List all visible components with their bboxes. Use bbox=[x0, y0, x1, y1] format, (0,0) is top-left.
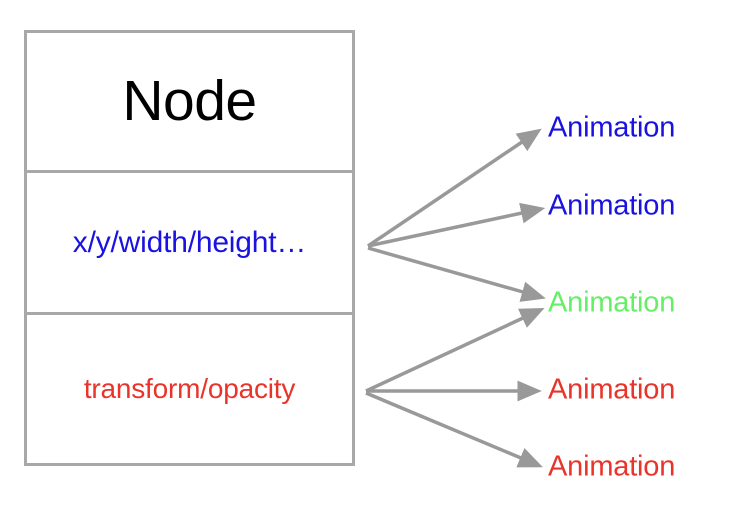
composited-properties-label: transform/opacity bbox=[83, 373, 296, 404]
arrow-layout-to-animation-2 bbox=[367, 246, 546, 302]
arrow-group-composited bbox=[365, 307, 545, 468]
node-cell-composited-properties: transform/opacity bbox=[27, 315, 352, 463]
arrow-layout-to-animation-0 bbox=[367, 128, 542, 248]
animation-label-3: Animation bbox=[548, 373, 676, 406]
animation-label-4: Animation bbox=[548, 450, 676, 483]
animation-label-1: Animation bbox=[548, 189, 676, 222]
node-cell-title: Node bbox=[27, 33, 352, 173]
node-title-label: Node bbox=[122, 69, 257, 133]
node-cell-layout-properties: x/y/width/height… bbox=[27, 173, 352, 315]
arrow-group-layout bbox=[367, 128, 546, 302]
layout-properties-label: x/y/width/height… bbox=[72, 225, 307, 259]
animation-label-0: Animation bbox=[548, 111, 676, 144]
arrow-composited-to-animation-4 bbox=[365, 391, 543, 468]
animation-label-2: Animation bbox=[548, 286, 676, 319]
arrow-layout-to-animation-1 bbox=[367, 202, 546, 248]
arrow-composited-to-animation-2 bbox=[365, 307, 545, 393]
node-box: Node x/y/width/height… transform/opacity bbox=[24, 30, 355, 466]
